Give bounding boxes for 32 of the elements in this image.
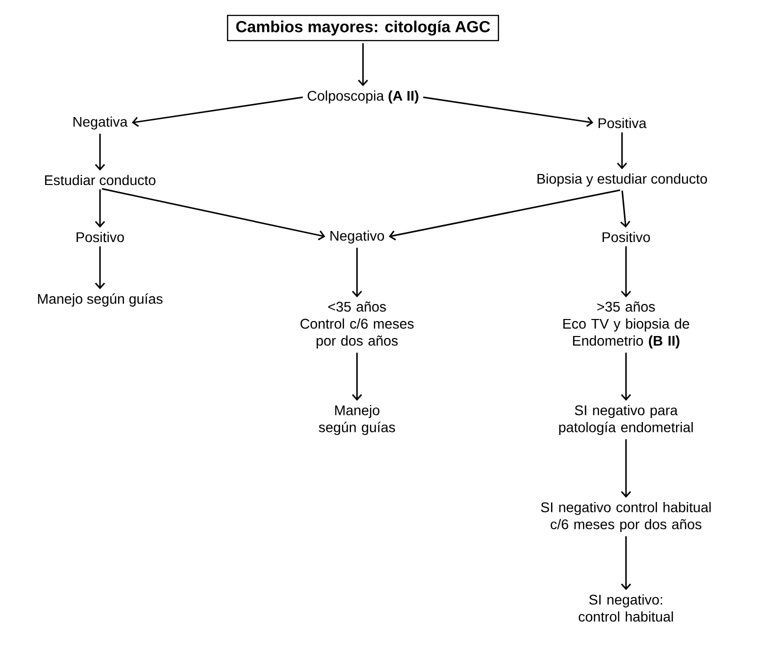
arrow — [620, 352, 632, 401]
arrow — [94, 189, 106, 228]
flow-step-text: SI negativo para patología endometrial — [559, 404, 693, 436]
title-box: Cambios mayores: citología AGC — [226, 14, 500, 42]
arrow — [102, 188, 326, 240]
flow-step-text: Negativa — [74, 116, 128, 130]
arrow — [352, 248, 362, 298]
arrow — [620, 536, 632, 590]
flow-step-text: Biopsia y estudiar conducto — [538, 173, 707, 187]
flow-step-text: Positivo — [76, 232, 124, 242]
flow-step-text: <35 años Control c/6 meses por dos años — [300, 302, 414, 348]
arrow — [94, 246, 106, 290]
flow-step-text: Positivo — [602, 232, 650, 242]
arrow — [94, 134, 106, 171]
arrow — [423, 96, 594, 127]
flow-step-text: Manejo según guías — [38, 293, 162, 307]
flow-step-text: Manejo según guías — [318, 404, 395, 436]
flow-step-text: Negativo — [330, 230, 384, 244]
arrow — [620, 190, 630, 228]
arrow — [388, 189, 620, 240]
flow-step-text: Colposcopia (A II) — [308, 90, 418, 104]
flow-step-text: SI negativo: control habitual — [578, 594, 673, 622]
arrow — [620, 439, 632, 498]
arrow — [358, 43, 368, 86]
arrow — [132, 96, 303, 127]
flow-step-text: >35 años Eco TV y biopsia de Endometrio (B II) — [563, 302, 690, 348]
arrow — [616, 132, 628, 170]
flow-step-text: Positiva — [598, 118, 647, 128]
arrow — [620, 246, 632, 298]
flow-step-text: SI negativo control habitual c/6 meses por dos años — [541, 502, 711, 532]
arrow — [352, 352, 362, 401]
flow-step-text: Estudiar conducto — [45, 174, 156, 186]
